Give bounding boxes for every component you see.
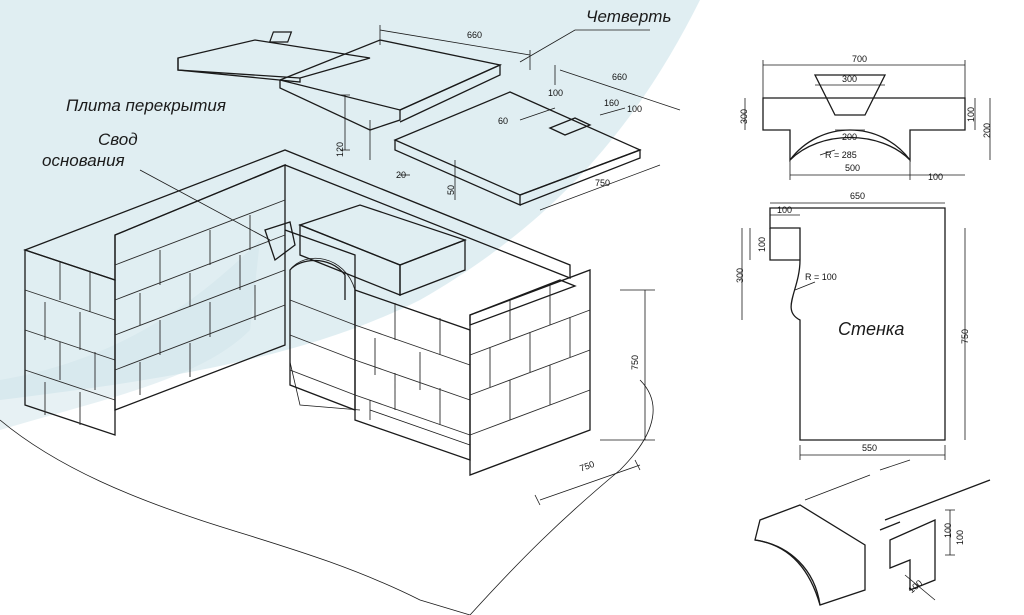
top-slab-left: [177, 31, 371, 83]
dim-wall-750: 750: [960, 329, 970, 344]
dim-660-b: 660: [612, 72, 627, 82]
dim-detail-100-b: 100: [955, 530, 965, 545]
label-floor-slab: Плита перекрытия: [66, 96, 226, 115]
dim-hole-100-a: 100: [548, 88, 563, 98]
base-brickwork: [23, 149, 591, 476]
dim-750-height: 750: [630, 355, 640, 370]
dim-wall-550: 550: [862, 443, 877, 453]
dim-660-a: 660: [467, 30, 482, 40]
dim-20: 20: [396, 170, 406, 180]
dim-detail-100-c: 100: [906, 578, 924, 595]
dim-arch-200-right: 200: [982, 123, 992, 138]
base-dimension-lines: [139, 169, 655, 506]
dim-arch-300-top: 300: [842, 74, 857, 84]
dim-arch-500: 500: [845, 163, 860, 173]
dim-wall-r100: R = 100: [805, 272, 837, 282]
dim-750-depth: 750: [578, 459, 596, 474]
dim-detail-100-a: 100: [943, 523, 953, 538]
wall-profile-drawing: [741, 202, 966, 460]
top-dimension-lines: [340, 25, 681, 211]
arch-profile-drawing: [744, 60, 991, 180]
dim-120: 120: [335, 142, 345, 157]
dim-arch-200-inner: 200: [842, 132, 857, 142]
wash-shape: [0, 0, 700, 400]
dim-arch-r285: R = 285: [825, 150, 857, 160]
dim-wall-300: 300: [735, 268, 745, 283]
dim-wall-100-left: 100: [757, 237, 767, 252]
wash-shape-2: [0, 240, 260, 430]
dim-wall-650: 650: [850, 191, 865, 201]
dim-hole-160: 160: [604, 98, 619, 108]
joint-detail-drawing: [754, 459, 991, 606]
dim-arch-100-bottom: 100: [928, 172, 943, 182]
dim-arch-100-right: 100: [966, 107, 976, 122]
dim-arch-700: 700: [852, 54, 867, 64]
dimension-texts: 660 660 120 20 50 750 100 60 160 100 750…: [335, 30, 992, 595]
label-arch-line1: Свод: [98, 130, 138, 149]
top-slab-quarter: [277, 39, 503, 160]
top-slab-right: [393, 91, 642, 206]
label-quarter: Четверть: [586, 7, 672, 26]
dim-50: 50: [446, 185, 456, 195]
dim-arch-300-left: 300: [739, 109, 749, 124]
ground-outline: [0, 379, 654, 615]
dim-wall-100-top: 100: [777, 205, 792, 215]
label-arch-line2: основания: [42, 151, 125, 170]
dim-hole-100-b: 100: [627, 104, 642, 114]
dim-hole-60: 60: [498, 116, 508, 126]
dim-750-slab: 750: [595, 178, 610, 188]
label-wall: Стенка: [838, 319, 905, 339]
